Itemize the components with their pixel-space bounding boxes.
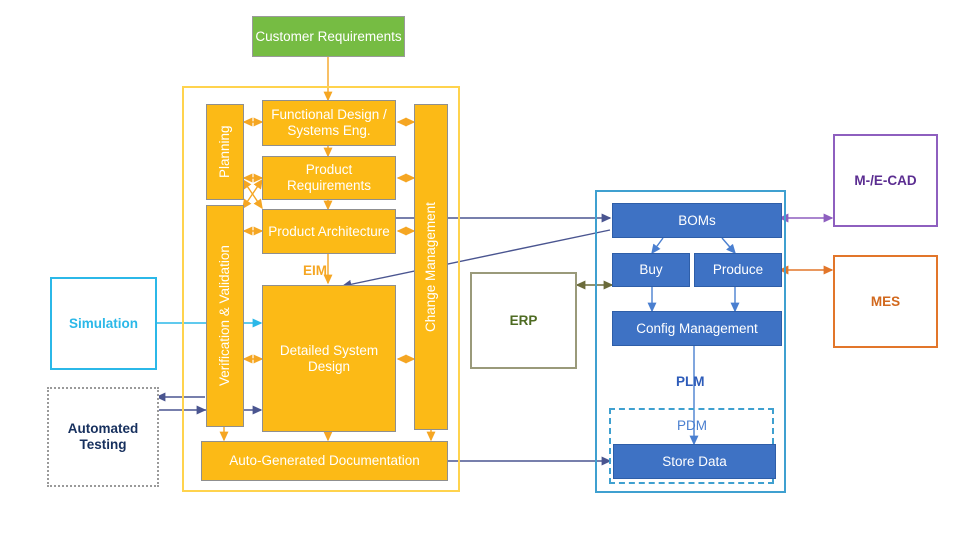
product-architecture-box[interactable]: Product Architecture (262, 209, 396, 254)
buy-label: Buy (639, 262, 663, 278)
produce-label: Produce (712, 262, 764, 278)
store-data-box[interactable]: Store Data (613, 444, 776, 479)
product-architecture-label: Product Architecture (268, 223, 390, 239)
boms-box[interactable]: BOMs (612, 203, 782, 238)
config-management-label: Config Management (636, 320, 758, 336)
cad-box[interactable]: M-/E-CAD (833, 134, 938, 227)
erp-label: ERP (509, 312, 538, 328)
automated-testing-box[interactable]: Automated Testing (47, 387, 159, 487)
auto-generated-documentation-label: Auto-Generated Documentation (229, 453, 420, 469)
product-requirements-box[interactable]: Product Requirements (262, 156, 396, 200)
planning-label: Planning (217, 125, 233, 179)
plm-container (595, 190, 786, 493)
customer-requirements-box[interactable]: Customer Requirements (252, 16, 405, 57)
mes-label: MES (870, 293, 901, 309)
produce-box[interactable]: Produce (694, 253, 782, 287)
pdm-label: PDM (677, 418, 707, 433)
cad-label: M-/E-CAD (854, 172, 917, 188)
detailed-system-design-label: Detailed System Design (279, 342, 379, 374)
store-data-label: Store Data (662, 453, 727, 469)
automated-testing-label: Automated Testing (67, 421, 139, 452)
functional-design-box[interactable]: Functional Design / Systems Eng. (262, 100, 396, 146)
config-management-box[interactable]: Config Management (612, 311, 782, 346)
detailed-system-design-box[interactable]: Detailed System Design (262, 285, 396, 432)
change-management-box[interactable]: Change Management (414, 104, 448, 430)
product-requirements-label: Product Requirements (286, 162, 372, 193)
boms-label: BOMs (678, 212, 716, 228)
change-management-label: Change Management (423, 202, 439, 332)
functional-design-label: Functional Design / Systems Eng. (271, 107, 387, 138)
simulation-label: Simulation (68, 315, 138, 331)
auto-generated-documentation-box[interactable]: Auto-Generated Documentation (201, 441, 448, 481)
customer-requirements-label: Customer Requirements (255, 28, 402, 44)
eim-label: EIM (303, 263, 328, 278)
planning-box[interactable]: Planning (206, 104, 244, 200)
verification-validation-label: Verification & Validation (217, 245, 233, 387)
verification-validation-box[interactable]: Verification & Validation (206, 205, 244, 427)
erp-box[interactable]: ERP (470, 272, 577, 369)
buy-box[interactable]: Buy (612, 253, 690, 287)
plm-label: PLM (676, 374, 705, 389)
eim-container (182, 86, 460, 492)
simulation-box[interactable]: Simulation (50, 277, 157, 370)
mes-box[interactable]: MES (833, 255, 938, 348)
